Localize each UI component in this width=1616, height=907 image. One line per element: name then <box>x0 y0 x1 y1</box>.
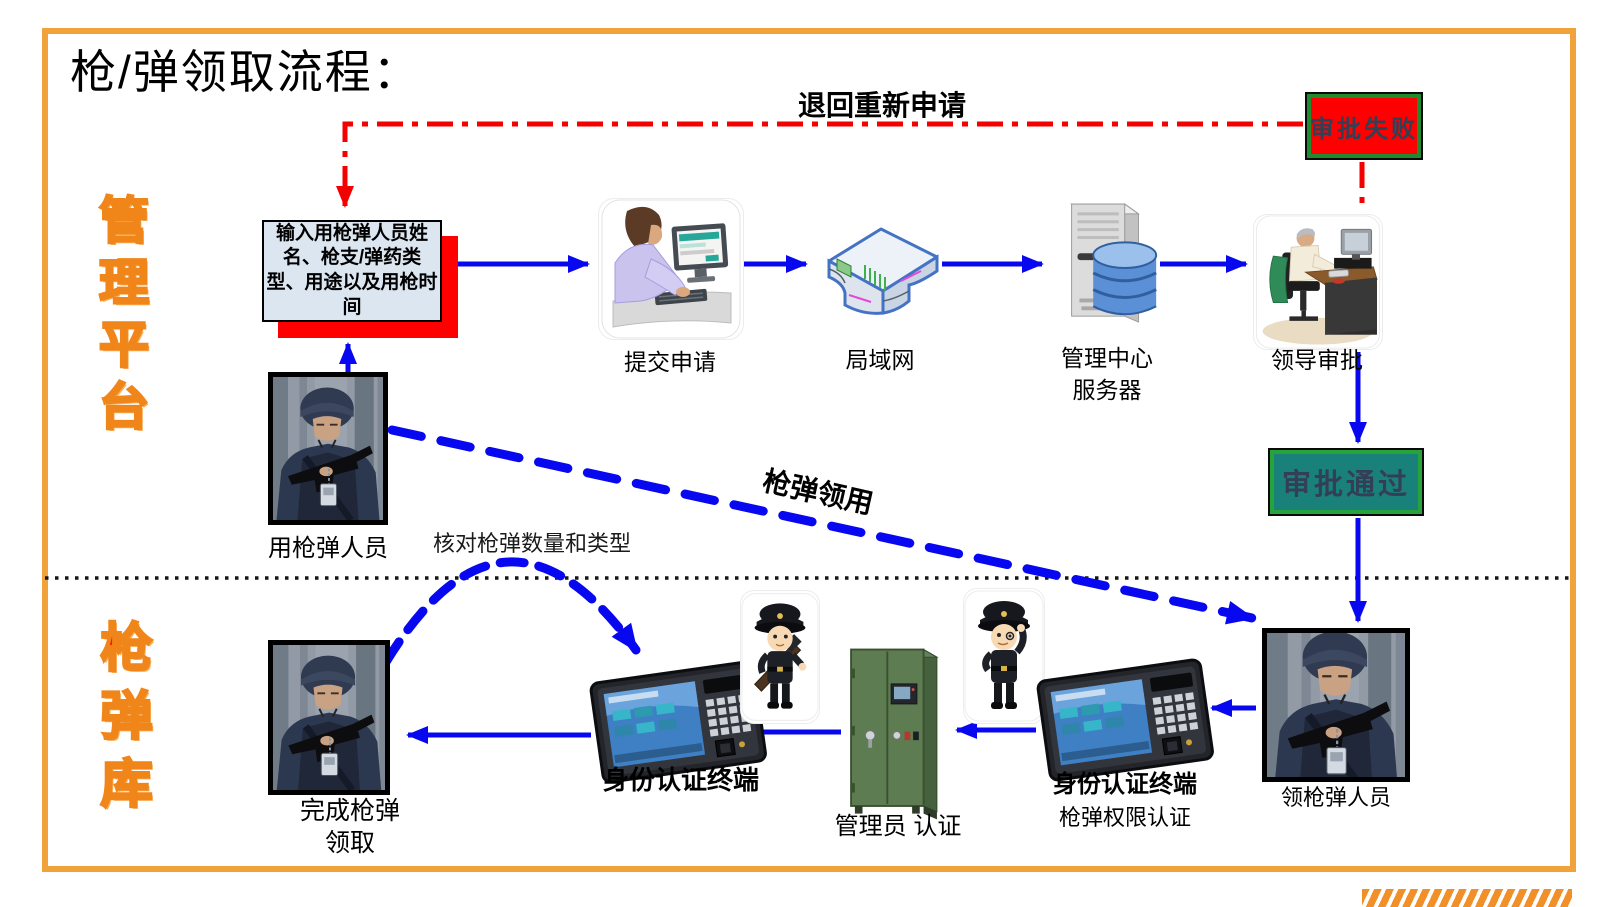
server-database-icon <box>1048 192 1166 340</box>
ammo-permission-label: 枪弹权限认证 <box>1058 805 1191 830</box>
watermark <box>1362 889 1572 907</box>
server-label-line1: 管理中心 <box>1061 345 1153 371</box>
submit-application-clipart <box>598 198 744 340</box>
submit-application-label: 提交申请 <box>624 349 716 375</box>
complete-pickup-label-line2: 领取 <box>324 829 375 857</box>
lane-label-management-platform: 管理平台 <box>91 193 150 444</box>
return-reapply-label: 退回重新申请 <box>797 90 966 121</box>
cartoon-police-rifle-icon <box>741 591 819 723</box>
gun-user-photo <box>268 372 388 525</box>
input-form-box: 输入用枪弹人员姓名、枪支/弹药类型、用途以及用枪时间 <box>262 220 442 322</box>
check-quantity-label: 核对枪弹数量和类型 <box>432 531 631 556</box>
page-title: 枪/弹领取流程： <box>70 46 421 98</box>
leader-approval-label: 领导审批 <box>1271 347 1363 373</box>
gun-receiver-photo <box>1262 628 1410 782</box>
gun-cabinet <box>838 640 950 826</box>
server-clipart <box>1048 192 1166 340</box>
auth-terminal-icon <box>1035 648 1215 788</box>
complete-pickup-label-line1: 完成枪弹 <box>299 797 400 825</box>
input-form-text: 输入用枪弹人员姓名、枪支/弹药类型、用途以及用枪时间 <box>266 222 438 318</box>
lane-label-ammo-depot: 枪弹库 <box>91 619 152 826</box>
police-officer-icon <box>273 645 385 790</box>
network-router-icon <box>815 215 945 327</box>
lan-clipart <box>815 215 945 327</box>
slide-border-frame <box>42 28 1576 872</box>
approval-passed-label: 审批通过 <box>1281 469 1410 501</box>
approval-failed-box: 审批失败 <box>1305 92 1423 160</box>
approval-passed-box: 审批通过 <box>1268 448 1424 516</box>
admin-auth-label: 管理员 认证 <box>834 813 962 840</box>
manager-at-desk-icon <box>1254 215 1382 349</box>
approval-failed-label: 审批失败 <box>1310 115 1418 143</box>
police-officer-icon <box>273 377 383 520</box>
clerk-at-computer-icon <box>599 199 743 339</box>
complete-pickup-photo <box>268 640 390 795</box>
gun-receiver-label: 领枪弹人员 <box>1280 785 1391 810</box>
cartoon-cop-salute-card <box>963 588 1045 724</box>
gun-cabinet-icon <box>838 640 950 826</box>
leader-approval-clipart <box>1253 214 1383 350</box>
cartoon-police-salute-icon <box>964 589 1044 723</box>
identity-terminal-right <box>1035 648 1215 788</box>
police-officer-icon <box>1267 633 1405 777</box>
cartoon-cop-rifle-card <box>740 590 820 724</box>
gun-user-label: 用枪弹人员 <box>268 535 388 562</box>
identity-terminal-right-label: 身份认证终端 <box>1053 771 1197 798</box>
lan-label: 局域网 <box>845 347 915 373</box>
identity-terminal-left-label: 身份认证终端 <box>602 765 759 795</box>
server-label-line2: 服务器 <box>1072 377 1142 403</box>
